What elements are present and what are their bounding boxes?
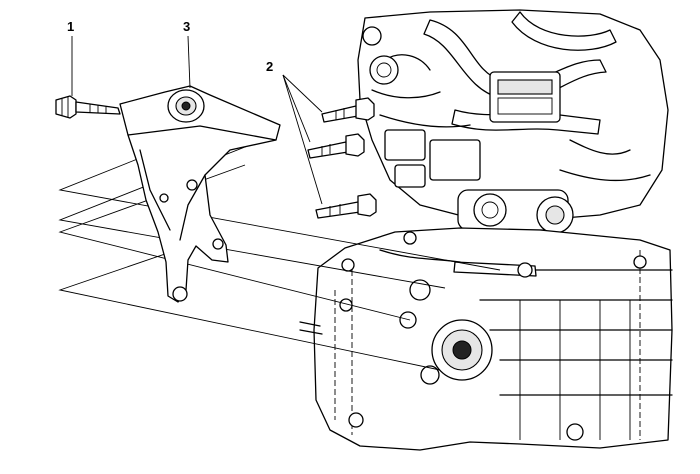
engine-upper-assembly xyxy=(357,9,669,234)
bolt-2-lower xyxy=(315,193,377,219)
bolt-1 xyxy=(55,95,121,119)
callout-2: 2 xyxy=(266,59,274,74)
bolt-2-middle xyxy=(307,133,365,159)
callout-3: 3 xyxy=(183,19,191,34)
engine-mount-bracket xyxy=(119,85,281,303)
bolt-2-upper xyxy=(321,97,375,123)
callout-1: 1 xyxy=(67,19,75,34)
transmission-case xyxy=(299,227,673,451)
callout-leaders xyxy=(71,35,323,205)
